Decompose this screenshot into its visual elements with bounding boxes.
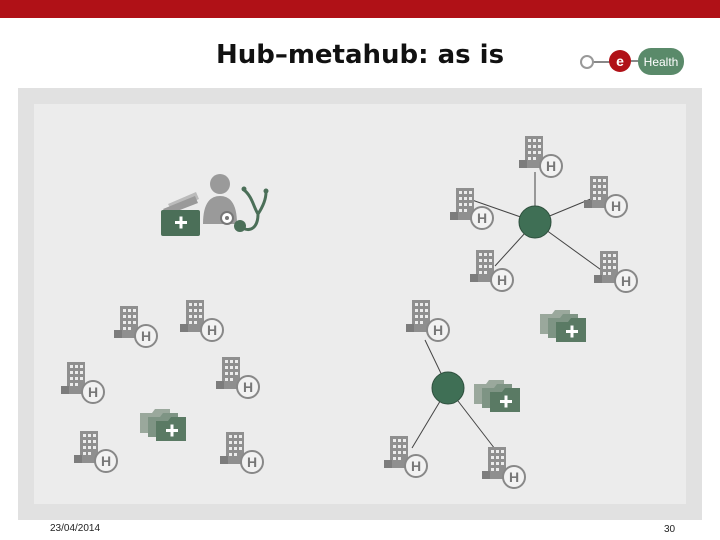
ehealth-logo: e Health (580, 48, 684, 75)
svg-text:H: H (247, 454, 257, 470)
hub-node-top (518, 205, 552, 239)
svg-text:H: H (141, 328, 151, 344)
diagram-canvas (34, 104, 686, 504)
stethoscope-icon (234, 186, 269, 232)
hospital-icon: H (469, 249, 514, 292)
hospital-icon: H (583, 175, 628, 218)
hub-node-bottom (431, 371, 465, 405)
hospital-icon: H (219, 431, 264, 474)
svg-text:H: H (611, 198, 621, 214)
slide-title: Hub–metahub: as is (215, 40, 505, 70)
medical-folders-icon (140, 409, 186, 441)
hub-network-top (471, 172, 605, 273)
svg-text:H: H (509, 469, 519, 485)
svg-text:H: H (546, 158, 556, 174)
hospital-icon: H (113, 305, 158, 348)
footer-date: 23/04/2014 (50, 523, 101, 534)
medical-kit-icon (161, 192, 200, 236)
svg-text:H: H (497, 272, 507, 288)
svg-text:H: H (101, 453, 111, 469)
svg-text:H: H (88, 384, 98, 400)
hospital-icon: H (449, 187, 494, 230)
medical-folders-icon (540, 310, 586, 342)
svg-text:H: H (411, 458, 421, 474)
logo-letter: e (616, 53, 624, 69)
svg-text:H: H (243, 379, 253, 395)
svg-text:H: H (207, 322, 217, 338)
doctor-icon (203, 174, 237, 225)
hospital-icon: H (593, 250, 638, 293)
hospital-icon: H (518, 135, 563, 178)
doctor-group (161, 174, 269, 236)
medical-folders-icon (474, 380, 520, 412)
hospital-icon: H (481, 446, 526, 489)
hospital-icon: H (405, 299, 450, 342)
hub-network-bottom (411, 339, 506, 463)
hospital-icon: H (383, 435, 428, 478)
svg-text:H: H (433, 322, 443, 338)
hospital-icon: H (179, 299, 224, 342)
svg-text:H: H (621, 273, 631, 289)
hospital-icon: H (60, 361, 105, 404)
hospital-icon: H (73, 430, 118, 473)
hospital-icon: H (215, 356, 260, 399)
svg-text:H: H (477, 210, 487, 226)
top-brand-bar (0, 0, 720, 18)
page-number: 30 (664, 524, 676, 535)
logo-word: Health (644, 55, 679, 69)
